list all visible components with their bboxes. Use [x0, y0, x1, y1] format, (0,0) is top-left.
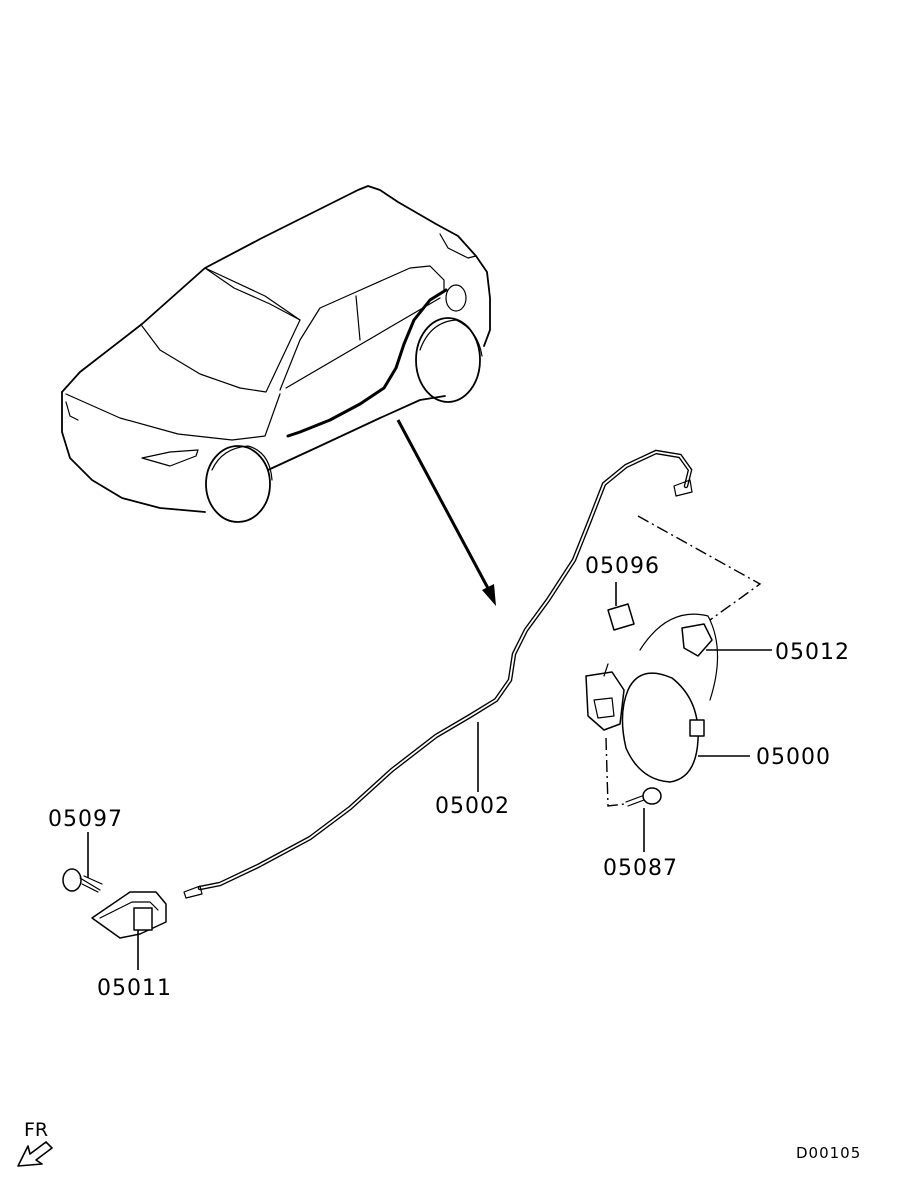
part-label-05002: 05002 [435, 794, 510, 819]
fuel-door-catch [681, 623, 713, 657]
vehicle-outline-icon [61, 185, 491, 523]
bolt-05087 [625, 787, 662, 807]
fuel-lid-opener-lever [91, 891, 167, 939]
part-label-05096: 05096 [585, 554, 660, 579]
clip-05096 [607, 603, 635, 631]
part-label-05087: 05087 [603, 856, 678, 881]
part-label-05011: 05011 [97, 976, 172, 1001]
part-label-05012: 05012 [775, 640, 850, 665]
part-label-05097: 05097 [48, 807, 123, 832]
arrow-icon [396, 419, 496, 606]
diagram-code: D00105 [796, 1144, 861, 1162]
fuel-door-housing [585, 663, 625, 731]
part-label-05000: 05000 [756, 745, 831, 770]
leader-lines [87, 582, 772, 970]
fuel-filler-door [621, 672, 705, 783]
screw-05097 [62, 868, 103, 893]
front-direction-label: FR [24, 1119, 48, 1141]
front-direction-arrow-icon [17, 1141, 53, 1167]
connector-line [637, 515, 762, 621]
fuel-lid-cable [183, 449, 693, 899]
connector-line [605, 737, 625, 807]
